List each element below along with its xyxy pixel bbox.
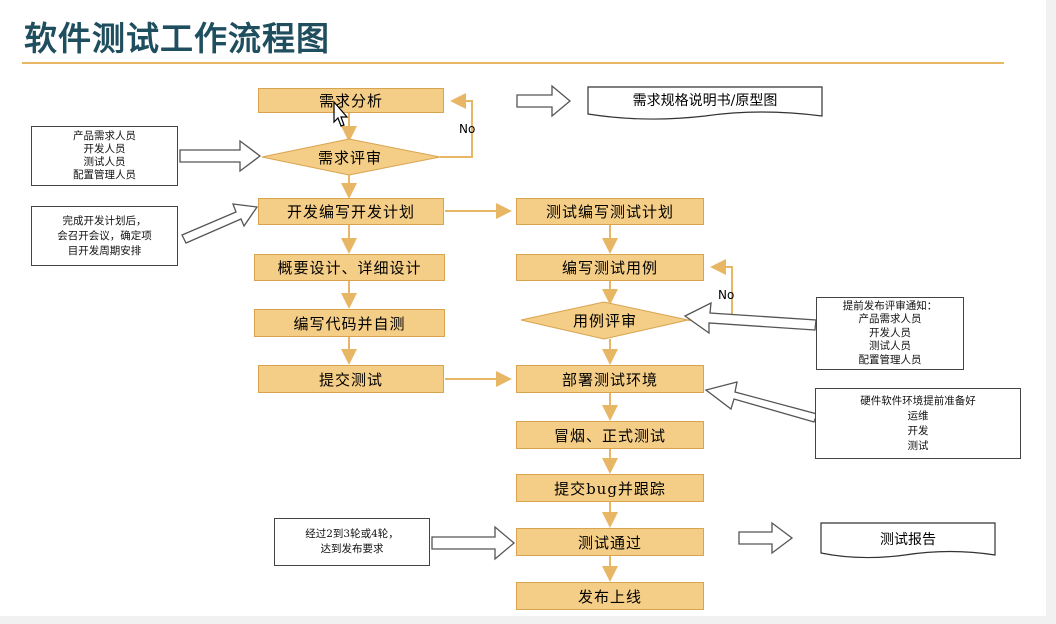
test-pass-box: 测试通过 [516,528,704,556]
arrow-review-no-loop [440,93,473,158]
note-line: 硬件软件环境提前准备好 [860,394,976,407]
design-box: 概要设计、详细设计 [254,254,445,281]
pass-note-hollow-arrow [431,525,516,561]
release-box: 发布上线 [516,582,704,610]
case-review-notice-note: 提前发布评审通知： 产品需求人员 开发人员 测试人员 配置管理人员 [816,297,964,370]
window-right-edge [1046,0,1056,624]
deploy-env-box: 部署测试环境 [516,365,704,393]
env-prep-note: 硬件软件环境提前准备好 运维 开发 测试 [815,388,1021,459]
coding-box: 编写代码并自测 [254,309,445,337]
case-review-diamond [520,301,689,340]
submit-bug-box: 提交bug并跟踪 [516,474,704,502]
note-line: 测试人员 [83,156,126,168]
req-review-label: 需求评审 [317,149,382,167]
note-line: 经过2到3轮或4轮， [305,528,399,540]
window-bottom-edge [0,616,1056,624]
report-hollow-arrow [738,521,794,555]
note-line: 测试人员 [869,340,911,353]
report-document-shape [820,522,996,559]
case-review-label: 用例评审 [572,312,637,330]
note-line: 完成开发计划后， [62,214,147,227]
note-line: 配置管理人员 [73,169,136,181]
note-line: 提前发布评审通知： [842,299,938,312]
test-cases-box: 编写测试用例 [516,254,704,281]
review-no-label: No [459,122,476,136]
test-plan-box: 测试编写测试计划 [516,198,704,225]
page-title: 软件测试工作流程图 [24,19,330,58]
note-line: 开发 [907,424,929,437]
dev-plan-note: 完成开发计划后， 会召开会议，确定项 目开发周期安排 [31,206,178,266]
req-review-people-note: 产品需求人员 开发人员 测试人员 配置管理人员 [31,126,178,186]
note-line: 目开发周期安排 [67,244,142,257]
note-line: 开发人员 [869,326,911,339]
spec-hollow-arrow [516,84,572,118]
env-hollow-arrow [704,381,818,423]
title-divider [22,62,1004,64]
submit-test-box: 提交测试 [258,365,444,393]
report-document-label: 测试报告 [880,532,936,548]
spec-document-shape [587,86,823,120]
smoke-test-box: 冒烟、正式测试 [516,421,704,449]
note-line: 开发人员 [83,143,126,155]
dev-plan-box: 开发编写开发计划 [258,198,444,225]
note-line: 配置管理人员 [858,353,922,366]
people-hollow-arrow [179,139,262,173]
note-line: 产品需求人员 [73,130,136,142]
note-line: 会召开会议，确定项 [57,229,152,242]
note-line: 达到发布要求 [320,543,384,555]
spec-document-label: 需求规格说明书/原型图 [632,93,778,109]
pass-criteria-note: 经过2到3轮或4轮， 达到发布要求 [274,518,430,566]
req-analysis-box: 需求分析 [258,88,444,113]
note-line: 产品需求人员 [858,313,922,326]
devplan-note-hollow-arrow [181,203,259,244]
notice-hollow-arrow [683,301,817,335]
case-review-no-label: No [718,288,735,302]
note-line: 测试 [907,439,929,452]
note-line: 运维 [907,409,929,422]
req-review-diamond [261,138,441,176]
